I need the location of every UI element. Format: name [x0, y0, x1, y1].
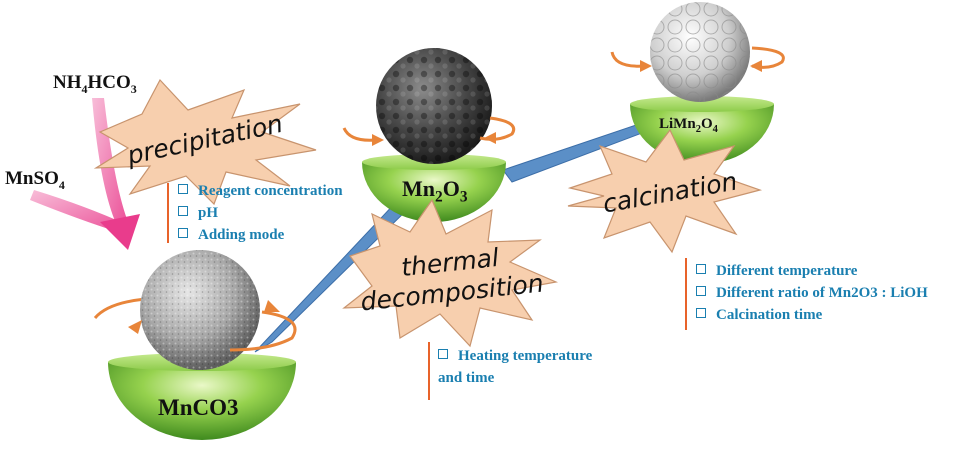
station-mnco3	[93, 250, 297, 440]
limn2o4-part-c: O	[700, 116, 713, 132]
particle-limn2o4-texture	[650, 2, 750, 102]
mnso4-part-b: 4	[58, 177, 65, 192]
list-item: Adding mode	[178, 224, 343, 246]
checkbox-icon	[696, 308, 706, 318]
list-calcination: Different temperature Different ratio of…	[696, 260, 928, 326]
checkbox-icon	[178, 184, 188, 194]
mn2o3-part-a: Mn	[402, 176, 435, 201]
list-item: pH	[178, 202, 343, 224]
list-item-text: and time	[438, 370, 495, 386]
list-item-text: Different temperature	[716, 263, 858, 279]
list-item: Heating temperature	[438, 345, 592, 367]
mn2o3-part-b: 2	[435, 188, 443, 206]
limn2o4-part-d: 4	[712, 124, 718, 135]
burst-precipitation	[93, 78, 317, 206]
material-label-mn2o3: Mn2O3	[402, 176, 468, 206]
list-precipitation: Reagent concentration pH Adding mode	[178, 180, 343, 246]
list-item-text: pH	[198, 205, 219, 221]
rotate-arrowhead-mn2o3	[372, 134, 384, 146]
station-mn2o3	[342, 48, 516, 222]
mnso4-part-a: MnSO	[5, 168, 59, 189]
list-item-text: Reagent concentration	[198, 183, 343, 199]
mn2o3-part-c: O	[442, 176, 460, 201]
list-item: and time	[438, 367, 592, 389]
bowl-rim-limn2o4	[630, 96, 774, 112]
list-bar-precipitation	[167, 183, 169, 243]
reagent-label-nh4hco3: NH4HCO3	[53, 72, 137, 97]
station-limn2o4	[610, 2, 785, 164]
rotate-arrowhead-mn2o3-b	[484, 132, 496, 144]
reagent-arrow-head	[100, 214, 140, 250]
checkbox-icon	[696, 264, 706, 274]
nh4hco3-part-b: 4	[81, 81, 88, 96]
nh4hco3-part-c: HCO	[87, 72, 131, 93]
burst-thermal-decomposition	[342, 198, 559, 348]
rotate-arrowhead-mnco3-b	[264, 300, 280, 312]
list-item-text: Adding mode	[198, 227, 285, 243]
list-item-text: Heating temperature	[458, 348, 593, 364]
list-item: Different ratio of Mn2O3 : LiOH	[696, 282, 928, 304]
checkbox-icon	[178, 206, 188, 216]
rotate-arrowhead-limn2o4-b	[750, 60, 762, 72]
list-item-text: Different ratio of Mn2O3 : LiOH	[716, 285, 928, 301]
list-item: Different temperature	[696, 260, 928, 282]
limn2o4-part-b: 2	[695, 124, 701, 135]
rotate-arrowhead-mnco3	[128, 320, 142, 334]
rotate-arrow-mnco3	[229, 310, 297, 352]
bowl-mn2o3	[362, 162, 506, 222]
particle-mnco3-texture	[140, 250, 260, 370]
material-label-mnco3: MnCO3	[158, 395, 239, 420]
material-label-limn2o4: LiMn2O4	[659, 116, 718, 135]
rotate-arrowhead-limn2o4	[640, 60, 652, 72]
list-thermal: Heating temperature and time	[438, 345, 592, 389]
nh4hco3-part-d: 3	[130, 81, 137, 96]
list-bar-thermal	[428, 342, 430, 400]
nh4hco3-part-a: NH	[53, 72, 82, 93]
mn2o3-part-d: 3	[459, 188, 468, 206]
reagent-label-mnso4: MnSO4	[5, 168, 65, 193]
burst-calcination	[567, 128, 763, 254]
bowl-mnco3	[108, 362, 296, 440]
list-bar-calcination	[685, 258, 687, 330]
checkbox-icon	[178, 228, 188, 238]
checkbox-icon	[438, 349, 448, 359]
list-item: Calcination time	[696, 304, 928, 326]
list-item-text: Calcination time	[716, 307, 823, 323]
particle-mn2o3-texture	[376, 48, 492, 164]
list-item: Reagent concentration	[178, 180, 343, 202]
checkbox-icon	[696, 286, 706, 296]
limn2o4-part-a: LiMn	[659, 116, 696, 132]
